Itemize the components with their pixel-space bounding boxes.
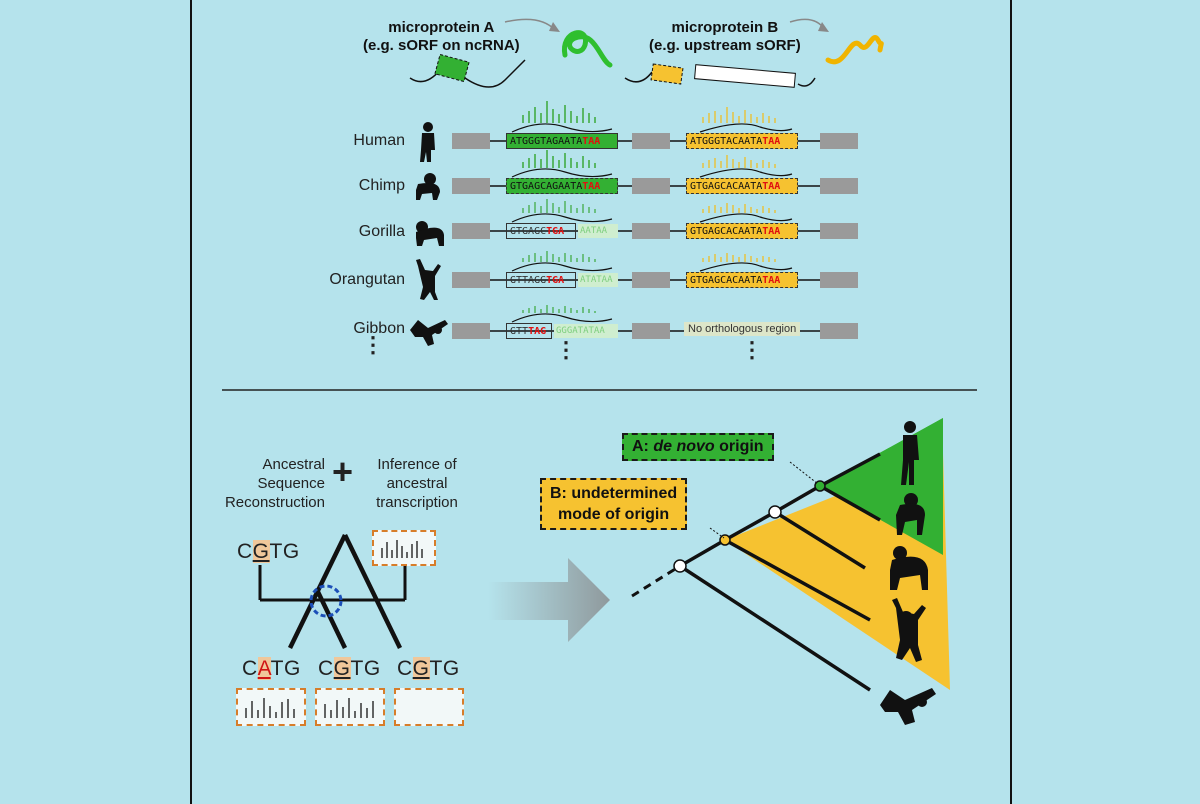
plus-sign: + [332,451,354,492]
protein-a-squiggle [562,30,613,68]
orf-a-gorilla-rest: AATAA [578,224,618,238]
orf-a-human: ATGGGTAGAATATAA [506,133,618,149]
exon-middle [632,323,670,339]
exon-right [820,323,858,339]
ancestral-node-marker [309,584,343,618]
human-icon [420,122,435,162]
exon-middle [632,223,670,239]
orf-b-orangutan: GTGAGCACAATATAA [686,272,798,288]
orf-a-gibbon: GTTTAG [506,323,552,339]
orf-a-gorilla: GTGAGCTGA [506,223,576,239]
transcript-arc [511,262,613,272]
ancestral-transcription-box [372,530,436,566]
exon-right [820,272,858,288]
exon-left [452,272,490,288]
orf-a-orangutan: GTTAGGTGA [506,272,576,288]
ancestor-sequence: CGTG [237,540,300,563]
protein-b-squiggle [825,35,884,65]
gibbon-silhouette-tree [880,688,936,725]
leaf2-sequence: CGTG [318,657,381,680]
leaf2-transcription-box [315,688,385,726]
orf-b-origin-node [719,534,731,546]
exon-left [452,323,490,339]
microprotein-a-title: microprotein A (e.g. sORF on ncRNA) [363,19,520,54]
transcript-arc [511,213,613,223]
species-label-human: Human [353,132,405,149]
gorilla-silhouette-tree [890,546,928,590]
transcript-b-orf [650,63,684,85]
ellipsis-orf-b: ⋮ [741,337,763,362]
result-arrow [488,558,610,642]
ellipsis-species: ⋮ [362,332,384,357]
primate-phylogeny [631,418,950,725]
exon-right [820,223,858,239]
leaf3-transcription-box-empty [394,688,464,726]
gibbon-node [673,559,687,573]
exon-left [452,133,490,149]
orf-b-gorilla: GTGAGCACAATATAA [686,223,798,239]
orf-b-chimp: GTGAGCACAATATAA [686,178,798,194]
orf-b-human: ATGGGTACAATATAA [686,133,798,149]
exon-middle [632,272,670,288]
orf-a-gibbon-rest: GGGATATAA [554,324,618,338]
callout-a-de-novo-origin: A: de novo origin [622,433,774,461]
ellipsis-orf-a: ⋮ [555,337,577,362]
species-label-orangutan: Orangutan [329,271,405,288]
leaf1-transcription-box [236,688,306,726]
exon-middle [632,133,670,149]
gibbon-icon [410,320,448,346]
orf-a-origin-node [814,480,826,492]
transcript-b-main-orf [694,64,796,88]
transcript-a-orf [434,53,470,83]
gorilla-icon [416,221,444,246]
chimp-icon [416,173,440,200]
transcript-arc [699,123,793,133]
orf-a-orangutan-rest: ATATAA [578,273,618,287]
species-label-gibbon: Gibbon [353,320,405,337]
transcript-arc [699,168,793,178]
exon-middle [632,178,670,194]
orangutan-silhouette-tree [892,598,926,662]
ancestral-reads-histogram [381,540,423,558]
transcript-arc [511,313,613,323]
chimp-silhouette-tree [896,493,925,535]
exon-right [820,133,858,149]
orf-b-gibbon-no-ortholog: No orthologous region [684,322,801,336]
species-icons [410,122,448,346]
leaf1-sequence: CATG [242,657,301,680]
exon-left [452,178,490,194]
species-label-chimp: Chimp [358,177,405,194]
species-label-gorilla: Gorilla [358,223,405,240]
transcript-arc [511,168,613,178]
ancestral-tree [258,534,407,649]
exon-left [452,223,490,239]
transcript-arc [699,213,793,223]
human-silhouette-tree [901,421,919,485]
transcript-arc [511,123,613,133]
orangutan-icon [416,259,441,300]
transcript-arc [699,262,793,272]
orf-a-chimp: GTGAGCAGAATATAA [506,178,618,194]
figure-panel [190,0,1012,804]
gorilla-node [768,505,782,519]
exon-right [820,178,858,194]
microprotein-b-title: microprotein B (e.g. upstream sORF) [649,19,801,54]
arrow-to-protein-a [504,18,556,31]
leaf3-sequence: CGTG [397,657,460,680]
primate-silhouettes [880,421,936,725]
